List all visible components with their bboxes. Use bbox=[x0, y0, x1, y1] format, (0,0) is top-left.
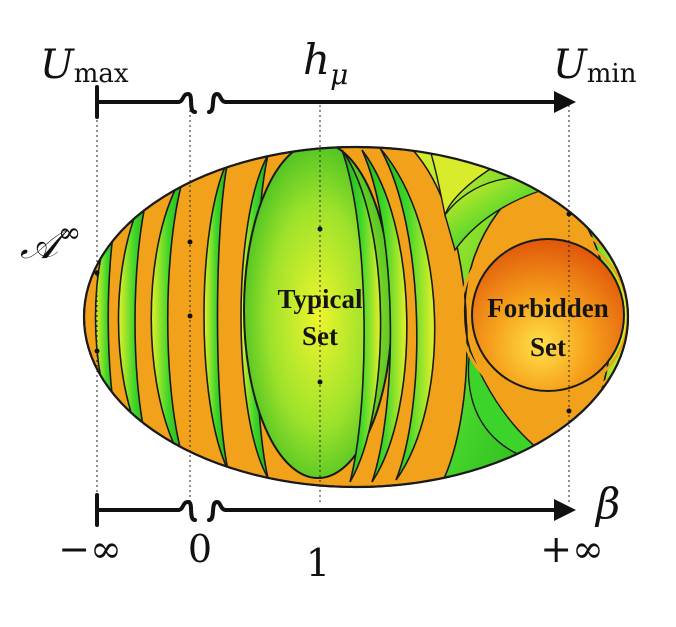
a-infinity-label: 𝒜∞ bbox=[20, 216, 81, 268]
typical-set-label-line1: Typical bbox=[277, 284, 363, 314]
umin-label: Umin bbox=[553, 42, 637, 89]
h-mu-label: hμ bbox=[303, 35, 348, 91]
forbidden-set-region bbox=[471, 238, 625, 392]
bottom-axis bbox=[95, 493, 558, 527]
forbidden-set-label-line1: Forbidden bbox=[487, 293, 609, 323]
umax-label: Umax bbox=[40, 42, 129, 89]
tick-one: 1 bbox=[306, 541, 330, 585]
cell-crescent bbox=[379, 147, 436, 481]
top-axis-arrowhead bbox=[554, 91, 576, 113]
beta-label: β bbox=[594, 479, 620, 528]
tick-pos-infinity: +∞ bbox=[540, 527, 604, 571]
forbidden-set-label-line2: Set bbox=[530, 332, 566, 362]
cell-crescent bbox=[361, 149, 408, 483]
top-axis bbox=[95, 85, 558, 119]
bottom-axis-arrowhead bbox=[554, 499, 576, 521]
tick-neg-infinity: −∞ bbox=[58, 527, 122, 571]
marker-dots bbox=[94, 211, 572, 414]
tick-zero: 0 bbox=[188, 527, 212, 571]
cell-crescent bbox=[341, 149, 382, 483]
typical-set-label-line2: Set bbox=[302, 321, 338, 351]
